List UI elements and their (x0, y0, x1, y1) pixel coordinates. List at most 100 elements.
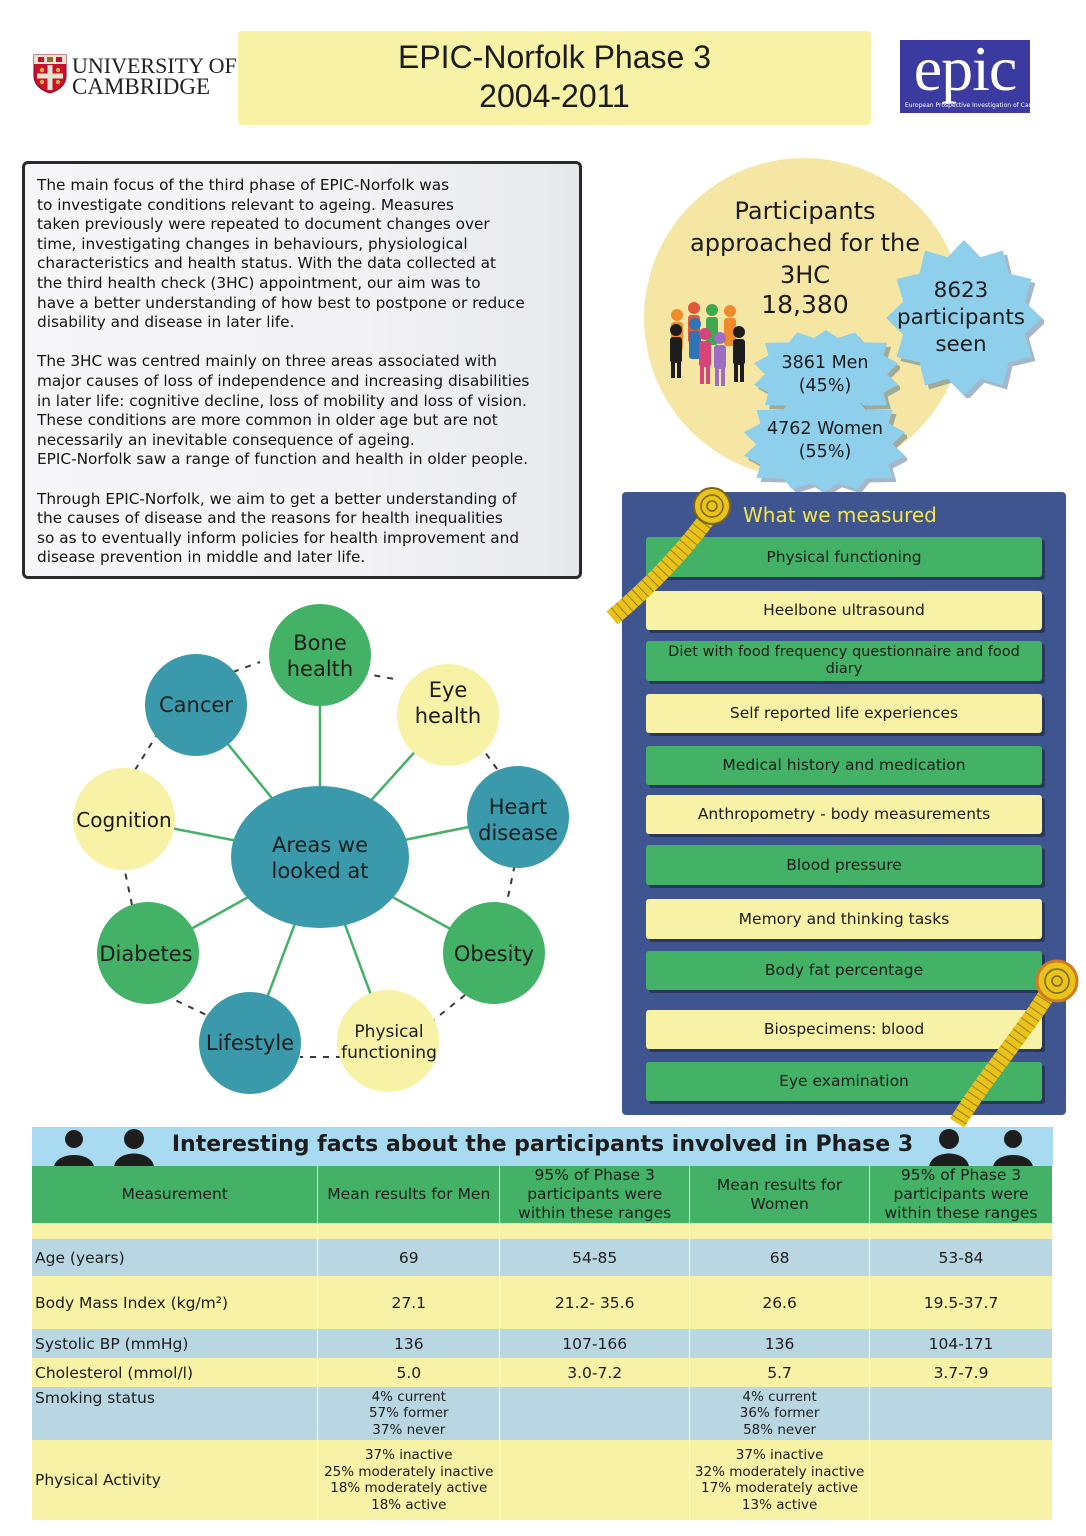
node-label-obesity: Obesity (453, 942, 535, 966)
measured-item: Medical history and medication (646, 746, 1042, 785)
table-cell: Systolic BP (mmHg) (32, 1329, 319, 1358)
node-label-physical-functioning: Physical functioning (341, 1022, 437, 1063)
men-starburst (754, 330, 900, 420)
node-label-diabetes: Diabetes (99, 942, 193, 966)
participants-women: 4762 Women (55%) (767, 419, 883, 462)
table-cell: 27.1 (317, 1276, 501, 1329)
measured-item: Biospecimens: blood (646, 1010, 1042, 1049)
node-label-heart-disease: Heart disease (478, 795, 558, 845)
table-cell: 5.7 (689, 1358, 871, 1387)
epic-logo-subtext: European Prospective Investigation of Ca… (905, 102, 1042, 109)
epic-logo: epic European Prospective Investigation … (900, 34, 1042, 113)
table-cell: Cholesterol (mmol/l) (32, 1358, 319, 1387)
table-cell: 3.0-7.2 (499, 1358, 691, 1387)
tape-measure-icon (606, 487, 731, 625)
table-cell: 4% current 57% former 37% never (317, 1387, 501, 1440)
university-line-1: UNIVERSITY OF (72, 53, 237, 78)
facts-title: Interesting facts about the participants… (171, 1132, 914, 1157)
cambridge-logo (33, 54, 228, 102)
areas-diagram (73, 604, 569, 1094)
women-starburst (744, 396, 907, 494)
center-node-label: Areas we looked at (271, 833, 369, 883)
node-heart-disease (467, 766, 569, 868)
table-cell: 3.7-7.9 (869, 1358, 1053, 1387)
table-cell (499, 1387, 691, 1440)
table-cell: Smoking status (32, 1387, 319, 1440)
intro-paragraph: The 3HC was centred mainly on three area… (37, 352, 530, 469)
epic-logo-text: epic (913, 33, 1018, 104)
measured-item: Heelbone ultrasound (646, 591, 1042, 630)
cambridge-crest-icon (33, 54, 67, 94)
table-cell: 19.5-37.7 (869, 1276, 1053, 1329)
facts-banner (32, 1127, 1053, 1167)
node-lifestyle (199, 992, 301, 1094)
table-cell: 69 (317, 1239, 501, 1276)
table-cell (869, 1387, 1053, 1440)
person-silhouette-icon (54, 1129, 154, 1167)
participants-men: 3861 Men (45%) (781, 353, 869, 396)
participants-approached-label: Participants approached for the 3HC (690, 197, 920, 289)
table-spacer-row (32, 1223, 1053, 1239)
table-cell: 21.2- 35.6 (499, 1276, 691, 1329)
people-group-icon (670, 302, 745, 386)
table-cell: 68 (689, 1239, 871, 1276)
measured-item: Self reported life experiences (646, 694, 1042, 733)
node-label-cancer: Cancer (159, 693, 233, 717)
node-label-bone-health: Bone health (286, 631, 354, 681)
column-header: Mean results for Men (317, 1166, 501, 1223)
table-cell: 53-84 (869, 1239, 1053, 1276)
node-obesity (443, 902, 545, 1004)
title-line-1: EPIC-Norfolk Phase 3 (397, 39, 711, 75)
node-bone-health (269, 604, 371, 706)
column-header: Mean results for Women (689, 1166, 871, 1223)
node-label-eye-health: Eye health (414, 678, 482, 728)
table-cell: 54-85 (499, 1239, 691, 1276)
table-cell: 104-171 (869, 1329, 1053, 1358)
table-cell: 136 (689, 1329, 871, 1358)
table-cell: 26.6 (689, 1276, 871, 1329)
measured-item: Diet with food frequency questionnaire a… (646, 641, 1042, 681)
measured-item: Physical functioning (646, 537, 1042, 577)
measured-item: Anthropometry - body measurements (646, 795, 1042, 834)
table-header-row: Measurement Mean results for Men 95% of … (32, 1166, 1053, 1223)
participants-seen-label: 8623 participants seen (897, 278, 1025, 357)
node-physical-functioning (337, 990, 439, 1092)
intro-paragraph: Through EPIC-Norfolk, we aim to get a be… (37, 489, 520, 567)
table-row: Cholesterol (mmol/l) 5.0 3.0-7.2 5.7 3.7… (32, 1358, 1053, 1387)
intro-paragraph: The main focus of the third phase of EPI… (37, 176, 525, 332)
table-cell: 37% inactive 32% moderately inactive 17%… (689, 1440, 871, 1520)
measured-item: Blood pressure (646, 845, 1042, 885)
measured-item: Memory and thinking tasks (646, 899, 1042, 939)
column-header: Measurement (32, 1166, 319, 1223)
node-label-lifestyle: Lifestyle (205, 1031, 295, 1055)
table-row: Physical Activity 37% inactive 25% moder… (32, 1440, 1053, 1520)
participants-approached-count: 18,380 (761, 290, 849, 319)
university-line-2: CAMBRIDGE (72, 74, 211, 99)
table-row: Systolic BP (mmHg) 136 107-166 136 104-1… (32, 1329, 1053, 1358)
node-diabetes (97, 902, 199, 1004)
column-header: 95% of Phase 3 participants were within … (499, 1166, 691, 1223)
title-line-2: 2004-2011 (479, 78, 630, 114)
measured-item: Body fat percentage (646, 951, 1042, 990)
table-cell: Physical Activity (32, 1440, 319, 1520)
seen-starburst (886, 240, 1044, 398)
measured-title: What we measured (743, 503, 937, 527)
table-cell: 107-166 (499, 1329, 691, 1358)
table-cell: 5.0 (317, 1358, 501, 1387)
table-row: Body Mass Index (kg/m²) 27.1 21.2- 35.6 … (32, 1276, 1053, 1329)
university-name: UNIVERSITY OF CAMBRIDGE (72, 53, 237, 99)
poster-title: EPIC-Norfolk Phase 3 2004-2011 (238, 31, 871, 125)
table-row: Age (years) 69 54-85 68 53-84 (32, 1239, 1053, 1276)
facts-table: Measurement Mean results for Men 95% of … (32, 1166, 1053, 1520)
table-cell: Age (years) (32, 1239, 319, 1276)
table-cell (869, 1440, 1053, 1520)
column-header: 95% of Phase 3 participants were within … (869, 1166, 1053, 1223)
table-cell: 136 (317, 1329, 501, 1358)
table-cell: 37% inactive 25% moderately inactive 18%… (317, 1440, 501, 1520)
center-node (231, 786, 409, 928)
table-cell (499, 1440, 691, 1520)
table-cell: Body Mass Index (kg/m²) (32, 1276, 319, 1329)
intro-text-box: The main focus of the third phase of EPI… (22, 161, 582, 579)
node-cancer (145, 654, 247, 756)
person-silhouette-icon (929, 1129, 1033, 1167)
